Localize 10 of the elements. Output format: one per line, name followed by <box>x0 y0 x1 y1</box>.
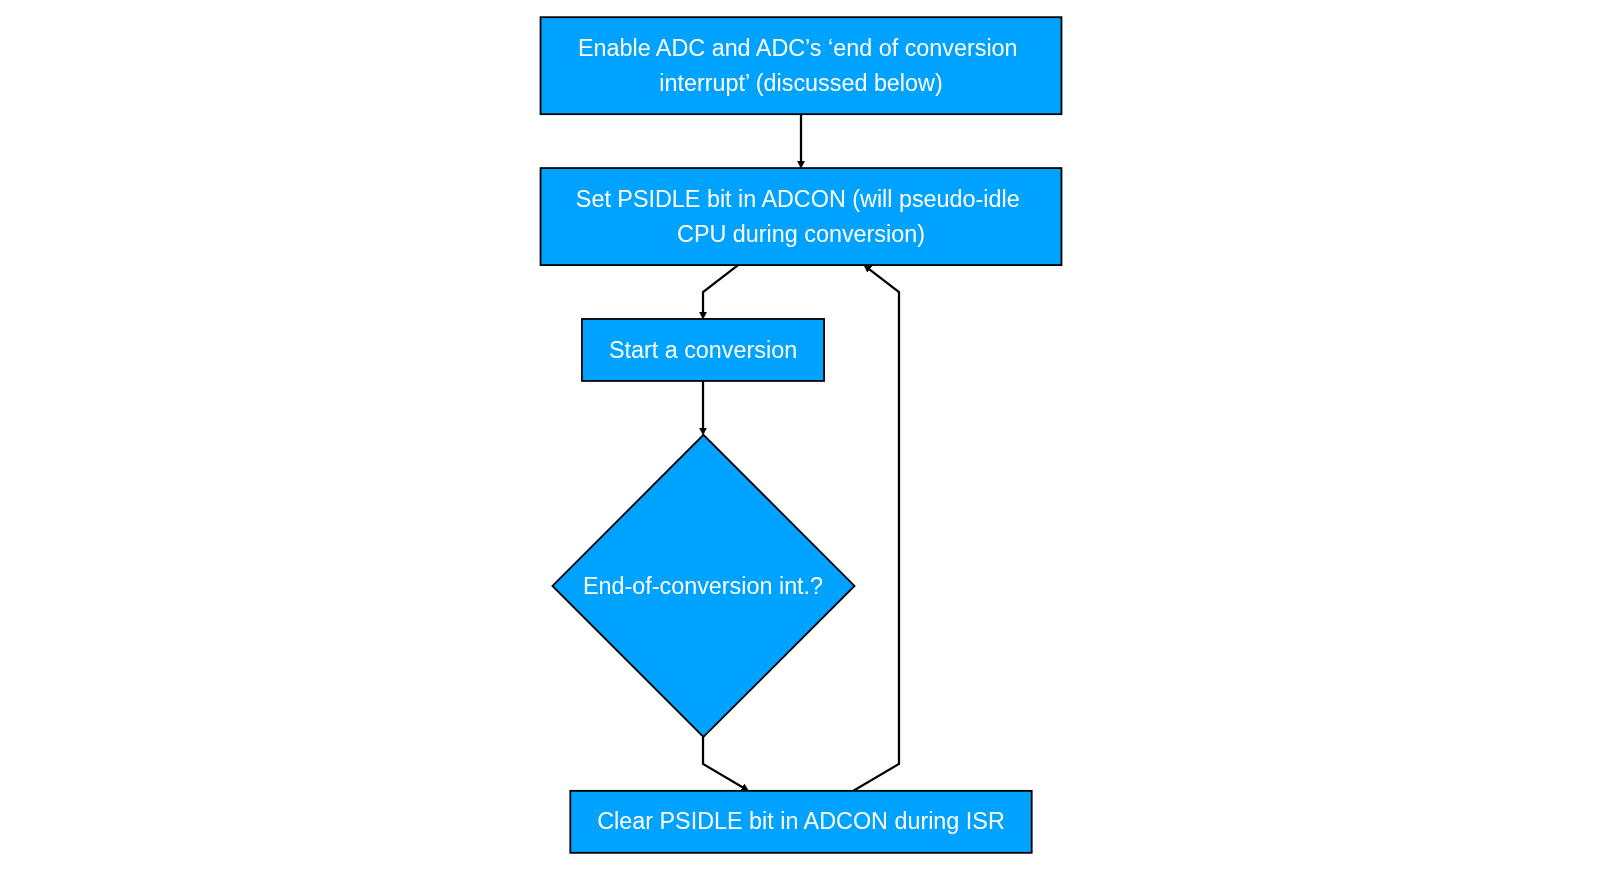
arrow <box>852 264 900 792</box>
node-box: Enable ADC and ADC’s ‘end of conversion interrupt’ (discussed below) <box>539 15 1062 115</box>
node-box: Clear PSIDLE bit in ADCON during ISR <box>568 789 1033 854</box>
node-diamond: End-of-conversion int.? <box>550 433 856 738</box>
node-box: Set PSIDLE bit in ADCON (will pseudo-idle CPU during conversion) <box>539 166 1062 266</box>
arrow <box>701 736 749 791</box>
arrow <box>698 380 707 435</box>
arrow <box>796 113 805 168</box>
arrow <box>698 263 739 319</box>
node-box: Start a conversion <box>580 317 825 382</box>
